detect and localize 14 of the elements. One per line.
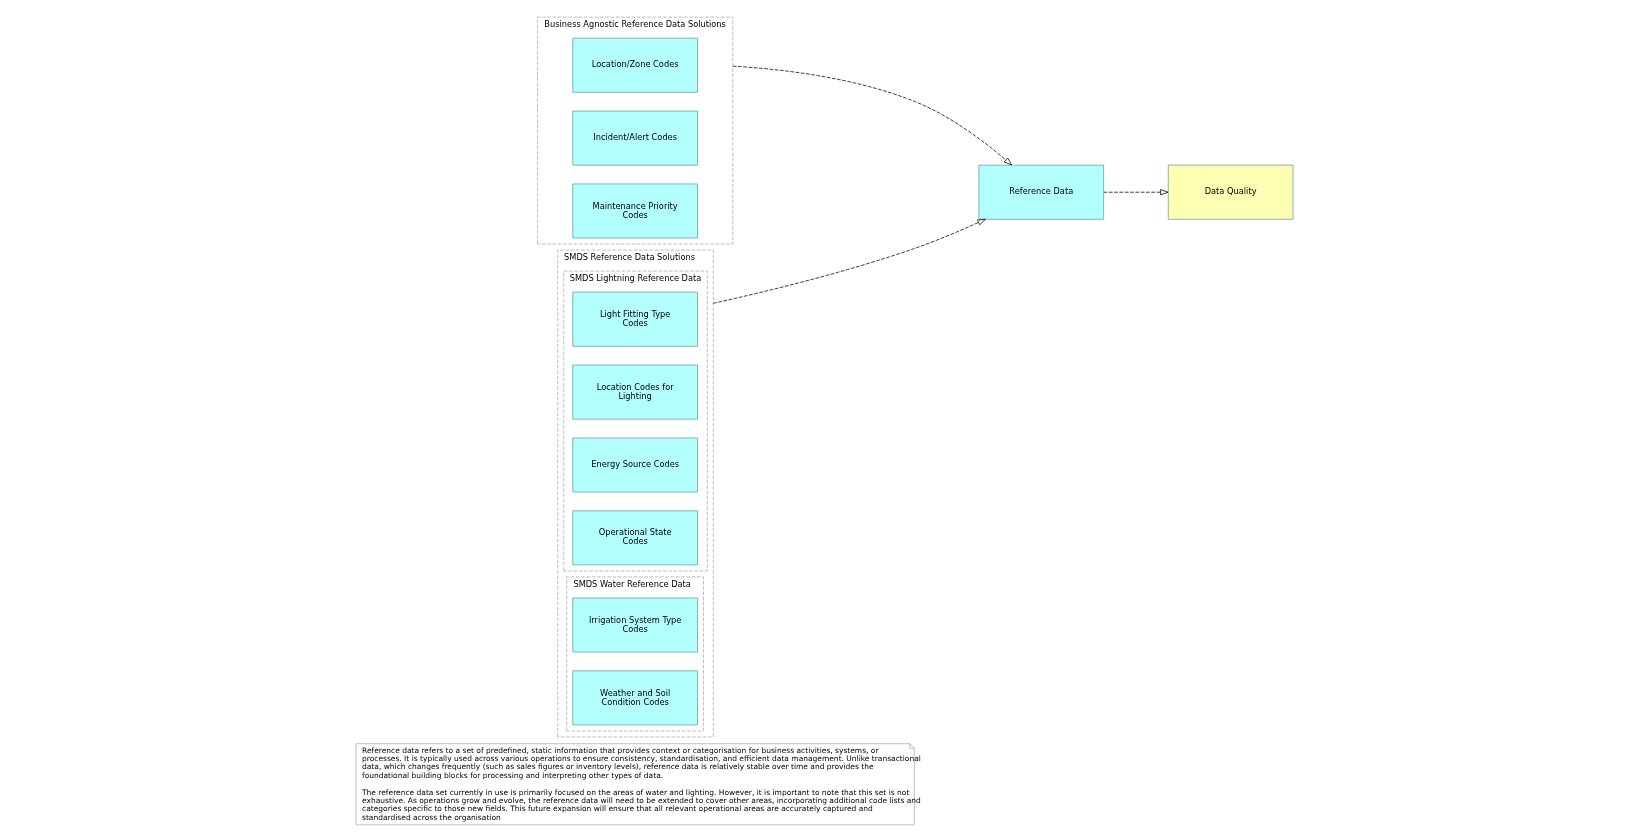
node-box: Operational State Codes [571,510,698,566]
node-box: Location Codes for Lighting [571,364,698,420]
node-box: Light Fitting Type Codes [571,291,698,347]
arrow [731,65,1012,166]
arrow [1102,189,1168,196]
node-box: Incident/Alert Codes [571,110,698,166]
node-box: Maintenance Priority Codes [571,183,698,239]
node-box: Location/Zone Codes [571,37,698,93]
node-box: Data Quality [1167,164,1293,220]
node-box: Reference Data [978,164,1104,220]
node-box: Irrigation System Type Codes [571,597,698,653]
node-box: Energy Source Codes [571,437,698,493]
node-box: Weather and Soil Condition Codes [571,670,698,726]
arrow [712,218,986,304]
